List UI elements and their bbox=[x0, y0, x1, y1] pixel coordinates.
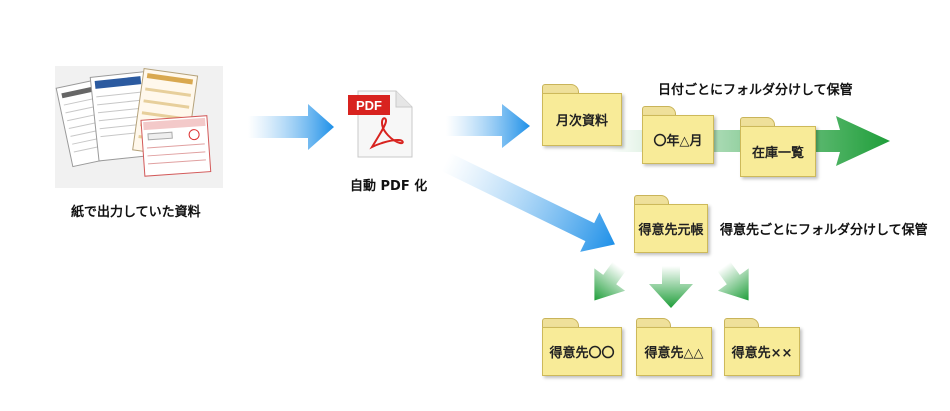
arrow-down-right-icon bbox=[717, 261, 749, 301]
auto-pdf-label: 自動 PDF 化 bbox=[350, 179, 428, 194]
arrow-to-pdf-icon bbox=[248, 104, 334, 150]
arrow-down-center-icon bbox=[649, 266, 693, 308]
paper-documents-image bbox=[55, 66, 223, 188]
date-folders-note: 日付ごとにフォルダ分けして保管 bbox=[658, 83, 853, 98]
folder-client-3[interactable]: 得意先×× bbox=[724, 318, 800, 376]
folder-client-1[interactable]: 得意先〇〇 bbox=[542, 318, 622, 376]
folder-inventory-label: 在庫一覧 bbox=[740, 126, 816, 177]
folder-client-ledger-label: 得意先元帳 bbox=[634, 204, 708, 253]
folder-client-ledger[interactable]: 得意先元帳 bbox=[634, 195, 708, 253]
client-folders-note: 得意先ごとにフォルダ分けして保管 bbox=[720, 223, 928, 238]
paper-documents-label: 紙で出力していた資料 bbox=[71, 205, 201, 220]
folder-client-2[interactable]: 得意先△△ bbox=[636, 318, 712, 376]
pdf-icon-text: PDF bbox=[356, 98, 382, 113]
folder-monthly[interactable]: 月次資料 bbox=[542, 84, 622, 146]
folder-client-3-label: 得意先×× bbox=[724, 327, 800, 376]
arrow-to-monthly-icon bbox=[446, 104, 530, 148]
folder-client-1-label: 得意先〇〇 bbox=[542, 327, 622, 376]
folder-inventory[interactable]: 在庫一覧 bbox=[740, 117, 816, 177]
folder-year-month-label: 〇年△月 bbox=[642, 115, 714, 164]
arrow-to-client-ledger-icon bbox=[441, 153, 615, 252]
folder-client-2-label: 得意先△△ bbox=[636, 327, 712, 376]
folder-year-month[interactable]: 〇年△月 bbox=[642, 106, 714, 164]
folder-monthly-label: 月次資料 bbox=[542, 93, 622, 146]
pdf-file-icon: PDF bbox=[348, 85, 416, 159]
arrow-down-left-icon bbox=[594, 261, 626, 301]
